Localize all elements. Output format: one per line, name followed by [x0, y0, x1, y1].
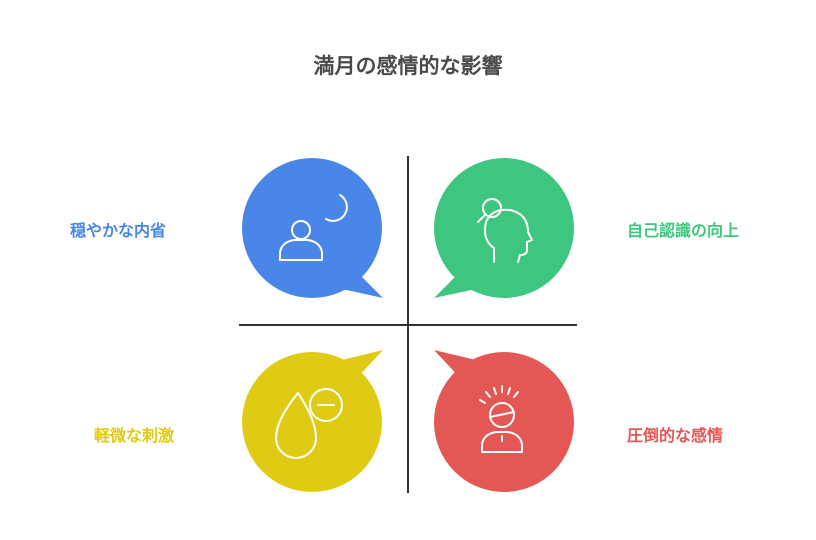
speech-bubble — [242, 352, 382, 492]
quadrant-self-awareness — [434, 158, 574, 298]
speech-bubble-tail — [434, 270, 476, 298]
speech-bubble — [434, 352, 574, 492]
quadrant-overwhelming-emotions — [434, 350, 574, 492]
drop-minus-icon — [275, 388, 343, 459]
label-self-awareness: 自己認識の向上 — [627, 221, 740, 240]
speech-bubble-tail — [434, 350, 476, 380]
head-magnifier-icon — [477, 198, 533, 263]
diagram-title: 満月の感情的な影響 — [313, 54, 503, 78]
speech-bubble-tail — [342, 270, 383, 298]
speech-bubble-tail — [342, 350, 383, 380]
overwhelmed-person-icon — [479, 385, 523, 453]
person-moon-icon — [279, 194, 348, 261]
speech-bubble — [434, 158, 574, 298]
label-overwhelming-emotions: 圧倒的な感情 — [627, 426, 724, 445]
label-calm-introspection: 穏やかな内省 — [70, 221, 167, 240]
quadrant-calm-introspection — [242, 158, 383, 298]
label-mild-stimulation: 軽微な刺激 — [94, 426, 175, 445]
quadrant-mild-stimulation — [242, 350, 383, 492]
speech-bubble — [242, 158, 382, 298]
